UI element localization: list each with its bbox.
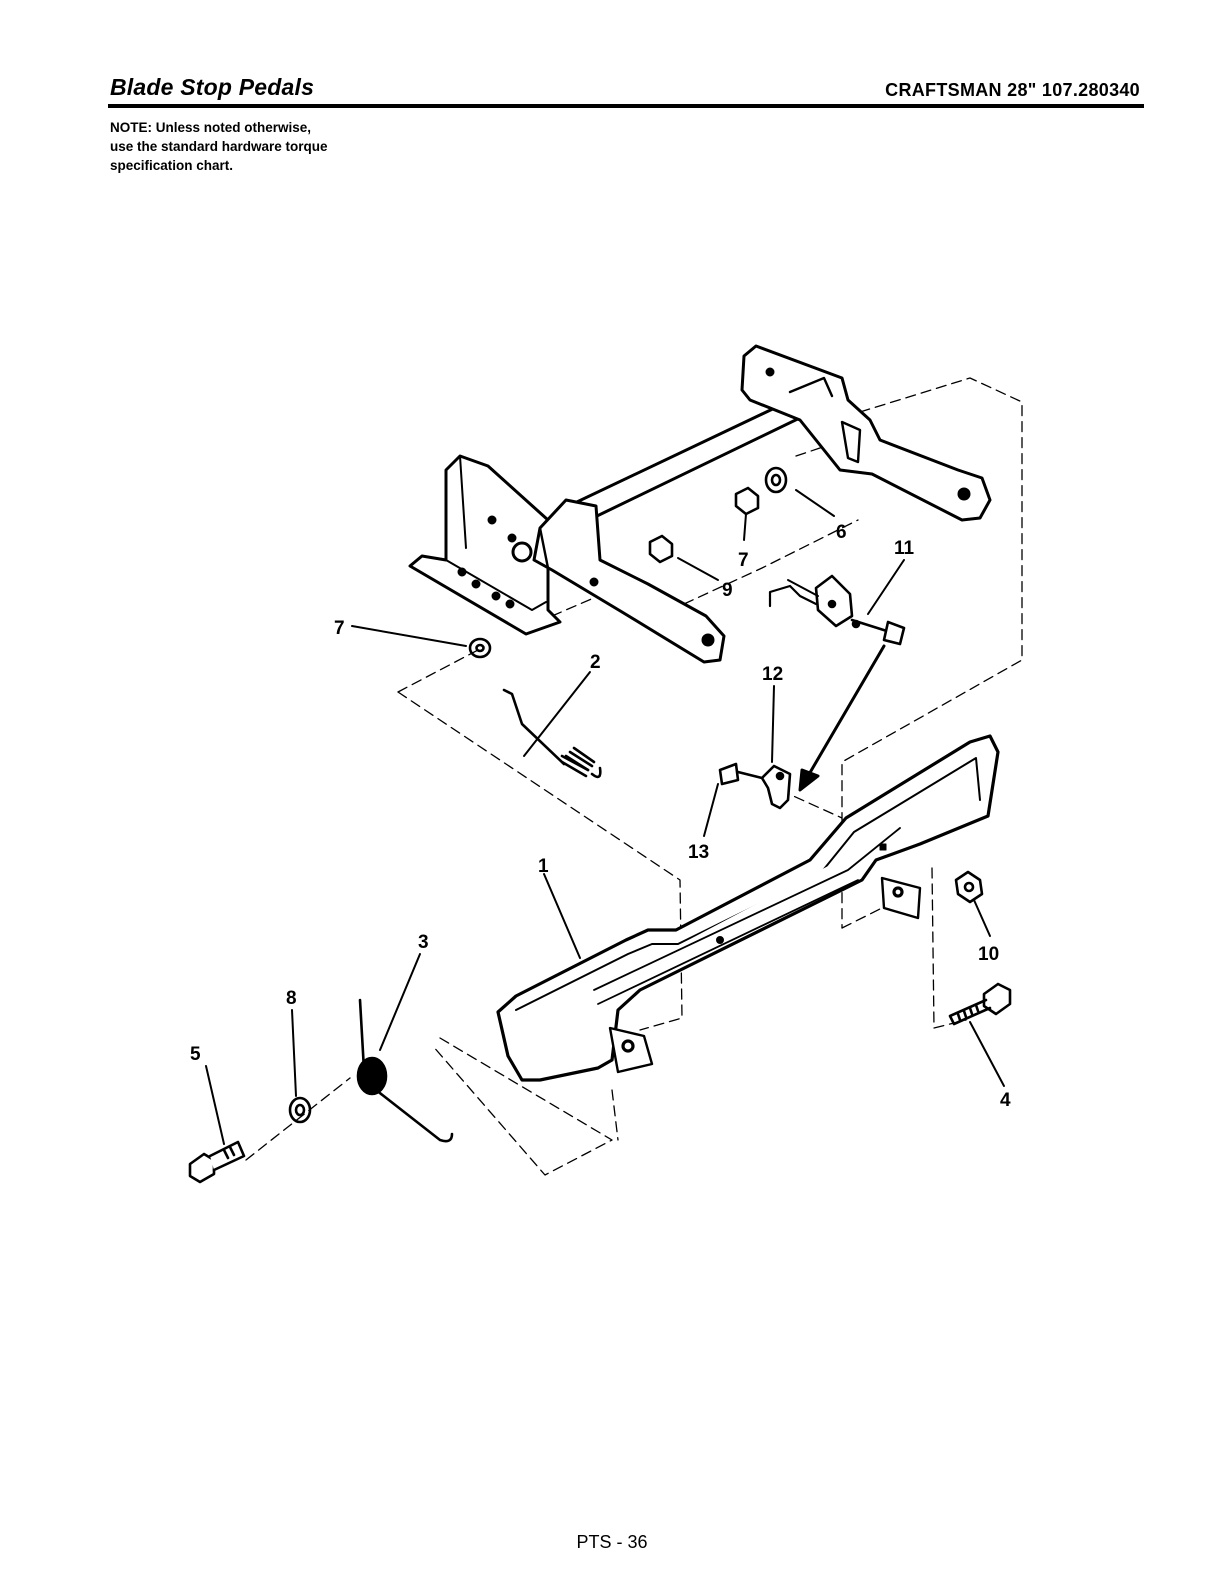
callout-6: 6	[836, 522, 847, 543]
clip-12	[760, 764, 792, 810]
pedal-weldment-1	[496, 734, 1000, 1082]
callout-13: 13	[688, 842, 709, 863]
flange-nut-10	[954, 870, 984, 904]
callout-7-left: 7	[334, 618, 345, 639]
callout-11: 11	[894, 538, 915, 559]
callout-7-upper: 7	[738, 550, 749, 571]
shoulder-bolt-5	[188, 1140, 246, 1184]
leader-lines	[205, 489, 1005, 1145]
model-number: CRAFTSMAN 28" 107.280340	[885, 80, 1140, 100]
torsion-spring-3	[356, 998, 454, 1143]
callout-4: 4	[1000, 1090, 1011, 1111]
callout-5: 5	[190, 1044, 201, 1065]
hex-nut-7-upper	[734, 486, 760, 516]
callout-10: 10	[978, 944, 999, 965]
callout-1: 1	[538, 856, 549, 877]
callout-9: 9	[722, 580, 733, 601]
note-line-2: use the standard hardware torque	[110, 139, 328, 154]
switch-bracket-11	[768, 574, 906, 646]
callout-8: 8	[286, 988, 297, 1009]
extension-spring-2	[502, 688, 602, 779]
left-mount-bracket	[408, 454, 562, 636]
washer-6	[764, 466, 788, 494]
note-line-3: specification chart.	[110, 158, 234, 173]
callout-3: 3	[418, 932, 429, 953]
assembly-dash-lines	[245, 377, 1023, 1176]
note-line-1: NOTE: Unless noted otherwise,	[110, 120, 312, 135]
left-pedal-arm	[532, 498, 726, 664]
shoulder-bolt-4	[948, 982, 1012, 1026]
install-arrow	[798, 644, 886, 792]
page-title: Blade Stop Pedals	[110, 74, 315, 100]
washer-8	[288, 1096, 312, 1124]
screw-13	[718, 762, 764, 786]
hex-nut-9	[648, 534, 674, 564]
right-pedal-arm	[740, 344, 992, 522]
page-number: PTS - 36	[576, 1532, 648, 1552]
torque-note: NOTE: Unless noted otherwise, use the st…	[110, 118, 328, 175]
callout-2: 2	[590, 652, 601, 673]
header-rule	[108, 104, 1144, 108]
callout-12: 12	[762, 664, 783, 685]
washer-7-left	[468, 637, 492, 659]
